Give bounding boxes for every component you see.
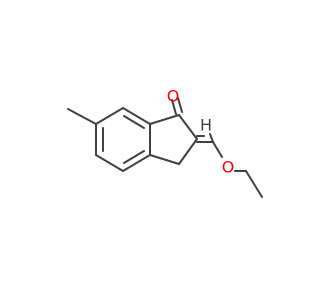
bond-vinyl-h xyxy=(209,133,214,143)
bond-c1-c2 xyxy=(178,114,198,140)
bond-c3-c3a xyxy=(149,154,180,165)
molecule-canvas: O H O xyxy=(67,87,263,198)
bond-ring-f xyxy=(122,107,151,125)
bond-ch2-ch3 xyxy=(245,170,263,198)
bond-carbonyl-2 xyxy=(177,97,183,113)
ether-oxygen-label: O xyxy=(222,158,235,177)
bond-ring-a xyxy=(95,107,124,125)
bond-ring-f-inner xyxy=(123,115,145,129)
bond-carbonyl-1 xyxy=(171,99,177,115)
carbonyl-oxygen-label: O xyxy=(167,87,180,106)
bond-c2-c3 xyxy=(178,138,198,165)
bond-c7a-c1 xyxy=(149,114,180,125)
molecule-structure: O H O xyxy=(67,87,263,198)
bond-methyl xyxy=(67,108,97,125)
bond-ring-d xyxy=(122,154,151,172)
bond-ring-c xyxy=(95,154,124,172)
bond-vinyl-o xyxy=(212,141,223,158)
bond-group xyxy=(67,97,263,198)
vinyl-hydrogen-label: H xyxy=(200,116,212,135)
bond-ring-d-inner xyxy=(123,150,145,164)
